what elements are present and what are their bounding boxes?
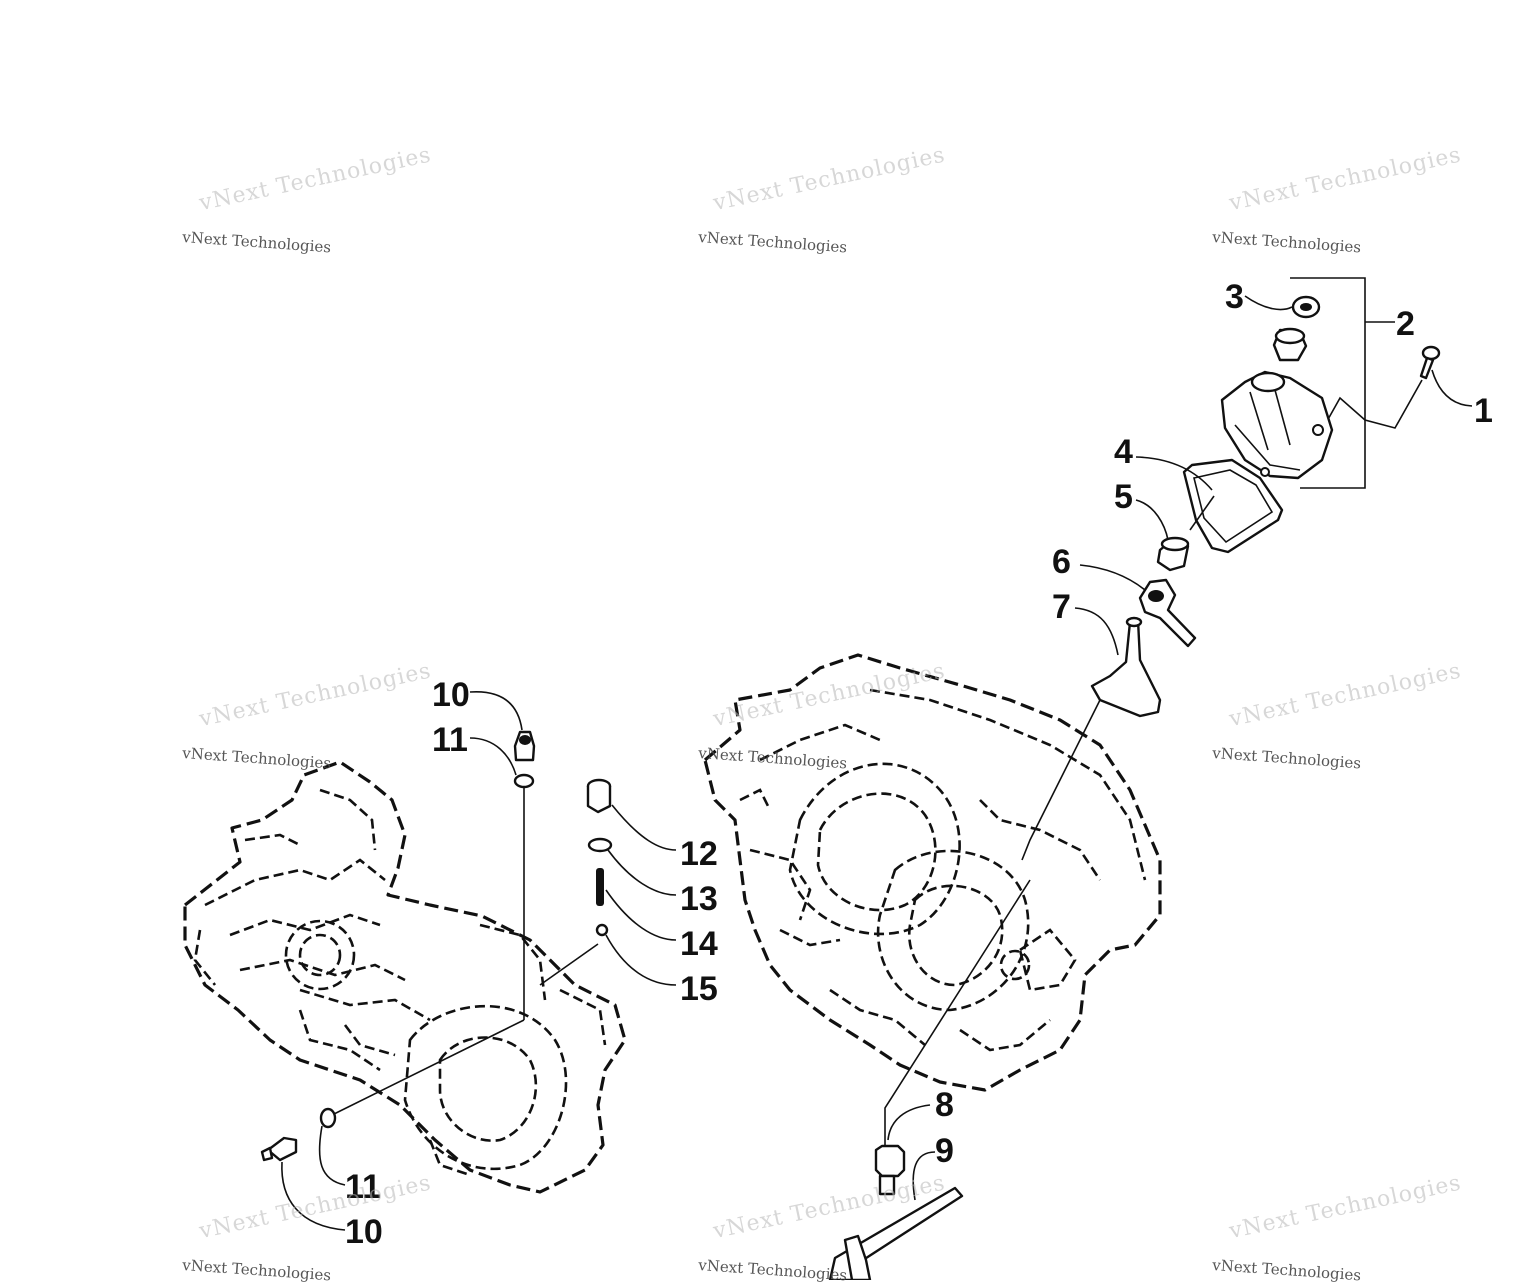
part-10-plug-top	[469, 691, 536, 762]
part-3-seal	[1244, 295, 1321, 319]
callout-4: 4	[1114, 433, 1133, 471]
callout-5: 5	[1114, 478, 1133, 516]
callout-7: 7	[1052, 588, 1071, 626]
callout-11-top: 11	[432, 721, 468, 759]
part-11-washer-top	[329, 737, 535, 1117]
part-2-bushing	[1272, 327, 1308, 362]
callout-6: 6	[1052, 543, 1071, 581]
callout-12: 12	[680, 835, 718, 873]
callout-2: 2	[1396, 305, 1415, 343]
right-engine-housing	[703, 653, 1162, 1092]
part-13-oring	[587, 837, 677, 896]
part-10-plug-bottom	[260, 1136, 346, 1231]
callout-13: 13	[680, 880, 718, 918]
callout-15: 15	[680, 970, 718, 1008]
part-12-bolt	[586, 778, 677, 851]
part-14-spring	[596, 868, 677, 941]
callout-10-bottom: 10	[345, 1213, 383, 1251]
callout-11-bottom: 11	[345, 1168, 381, 1206]
callout-3: 3	[1225, 278, 1244, 316]
part-4-gasket	[1135, 456, 1284, 554]
callout-10-top: 10	[432, 676, 470, 714]
callout-9: 9	[935, 1132, 954, 1170]
part-6-shift-lever	[1079, 564, 1197, 648]
part-5-bushing	[1135, 495, 1215, 572]
part-2-bracket	[1290, 277, 1395, 489]
callout-14: 14	[680, 925, 718, 963]
part-7-shift-shaft	[1021, 607, 1162, 861]
part-2-shift-cover	[1220, 370, 1334, 480]
part-15-ball	[539, 923, 677, 986]
callout-1: 1	[1474, 392, 1493, 430]
left-engine-housing	[183, 760, 627, 1194]
part-8-plug	[874, 879, 1031, 1196]
part-9-fork-shaft	[828, 1151, 964, 1280]
callout-8: 8	[935, 1086, 954, 1124]
callout-labels: 1 2 3 4 5 6 7 8 9 10 11 12 13 14 15 11 1…	[345, 278, 1493, 1251]
part-1-bolt	[1321, 345, 1473, 431]
part-11-washer-bottom	[318, 1107, 346, 1186]
